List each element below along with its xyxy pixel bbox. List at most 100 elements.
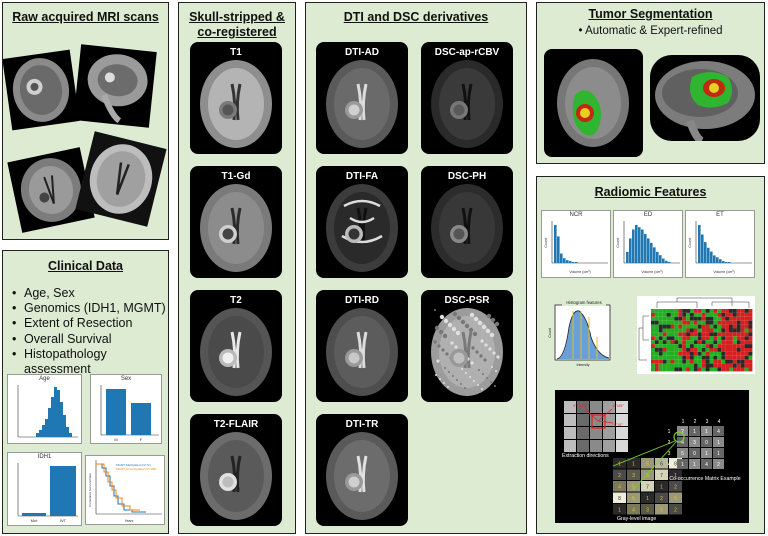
volume-histogram-title: ET xyxy=(716,212,724,218)
km-ylabel: Cumulative Survival Rate xyxy=(88,473,92,507)
clinical-item: Genomics (IDH1, MGMT) xyxy=(12,301,166,316)
extraction-directions-label: Extraction directions xyxy=(562,453,609,459)
histogram-bar xyxy=(560,253,563,263)
svg-text:5: 5 xyxy=(681,451,684,457)
clinical-item: Histopathology xyxy=(12,347,166,362)
svg-text:1: 1 xyxy=(660,485,663,491)
idh-chart-title: IDH1 xyxy=(37,454,52,460)
histogram-bar xyxy=(725,262,728,263)
volume-histogram: NCR Volume (cm³) Count xyxy=(541,210,611,278)
svg-text:7: 7 xyxy=(660,473,663,479)
histogram-bar xyxy=(635,225,638,263)
svg-text:0: 0 xyxy=(693,451,696,457)
svg-text:1: 1 xyxy=(705,451,708,457)
image-label: DSC-PH xyxy=(447,171,487,182)
volume-histogram-ylabel: Count xyxy=(688,238,692,247)
angle-label-1: 0°/ 135° xyxy=(573,403,588,408)
svg-text:1: 1 xyxy=(632,462,635,468)
glcm-diagram: 0°/ 135° 0°/45° 0°/0° Extraction directi… xyxy=(555,390,749,523)
histogram-bar xyxy=(644,233,647,263)
svg-text:1: 1 xyxy=(681,462,684,468)
svg-text:0: 0 xyxy=(705,440,708,446)
sex-barchart: Sex M F xyxy=(90,374,162,444)
gray-level-image-label: Gray-level image xyxy=(617,516,656,522)
histogram-bar xyxy=(572,262,575,263)
segmentation-sagittal-image xyxy=(650,55,760,141)
svg-text:1: 1 xyxy=(682,419,685,425)
svg-text:8: 8 xyxy=(674,462,677,468)
histogram-bar xyxy=(659,255,662,263)
feature-heatmap xyxy=(637,296,755,374)
tumor-segmentation-subtitle: • Automatic & Expert-refined xyxy=(578,25,723,37)
t1-image: T1 xyxy=(190,42,282,154)
histogram-bar xyxy=(656,251,659,263)
histogram-bar xyxy=(629,238,632,263)
svg-text:3: 3 xyxy=(646,508,649,514)
histogram-bar xyxy=(707,247,710,263)
clinical-item: Extent of Resection xyxy=(12,316,166,331)
svg-text:8: 8 xyxy=(618,496,621,502)
image-label: T2 xyxy=(230,295,242,306)
svg-text:3: 3 xyxy=(632,473,635,479)
svg-text:1: 1 xyxy=(668,429,671,435)
idh-tick-mut: Mut xyxy=(31,518,39,523)
svg-text:4: 4 xyxy=(717,429,720,435)
image-label: DTI-RD xyxy=(345,295,379,306)
svg-text:1: 1 xyxy=(646,496,649,502)
volume-histogram-ylabel: Count xyxy=(544,238,548,247)
sex-tick-m: M xyxy=(114,437,117,442)
dsc-ap-rcbv-image: DSC-ap-rCBV xyxy=(421,42,513,154)
histogram-bar xyxy=(626,251,629,263)
histogram-bar xyxy=(698,225,701,263)
svg-text:1: 1 xyxy=(693,429,696,435)
image-label: DSC-ap-rCBV xyxy=(434,47,500,58)
svg-text:4: 4 xyxy=(705,462,708,468)
clinical-title: Clinical Data xyxy=(47,259,124,273)
svg-text:5: 5 xyxy=(632,485,635,491)
volume-histogram-title: ED xyxy=(643,212,653,218)
histogram-bar xyxy=(710,251,713,263)
histogram-bar xyxy=(719,259,722,263)
svg-text:7: 7 xyxy=(646,485,649,491)
histogram-bar xyxy=(662,258,665,263)
idh-barchart: IDH1 Mut WT xyxy=(7,452,82,526)
svg-text:2: 2 xyxy=(674,485,677,491)
histogram-bar xyxy=(557,236,560,263)
svg-text:1: 1 xyxy=(705,429,708,435)
clinical-item: Overall Survival xyxy=(12,332,166,347)
histogram-features-ylabel: Count xyxy=(548,328,552,337)
svg-text:2: 2 xyxy=(660,496,663,502)
image-label: T2-FLAIR xyxy=(213,419,259,430)
raw-scans-collage xyxy=(3,44,167,233)
raw-scans-title: Raw acquired MRI scans xyxy=(12,10,159,24)
cooccurrence-label: Co-occurrence Matrix Example xyxy=(669,476,740,482)
tumor-segmentation-title: Tumor Segmentation xyxy=(588,7,713,21)
histogram-bar xyxy=(716,257,719,263)
dsc-psr-image: DSC-PSR xyxy=(421,290,513,402)
age-chart-title: Age xyxy=(39,376,50,382)
angle-label-3: 0°/0° xyxy=(614,422,623,427)
svg-text:2: 2 xyxy=(618,473,621,479)
histogram-bar xyxy=(650,242,653,263)
skull-stripped-title-2: co-registered xyxy=(197,25,277,39)
svg-text:2: 2 xyxy=(681,429,684,435)
histogram-bar xyxy=(638,227,641,263)
dti-tr-image: DTI-TR xyxy=(316,414,408,526)
histogram-bar xyxy=(713,255,716,263)
svg-text:1: 1 xyxy=(717,451,720,457)
histogram-bar xyxy=(641,229,644,263)
dti-ad-image: DTI-AD xyxy=(316,42,408,154)
svg-text:3: 3 xyxy=(693,440,696,446)
km-legend-1: MGMT Methylated (N=72) xyxy=(116,463,151,467)
histogram-bar xyxy=(554,225,557,263)
histogram-bar xyxy=(653,247,656,263)
histogram-bar xyxy=(665,260,668,263)
clinical-item-continued: assessment xyxy=(24,362,91,377)
segmentation-axial-image xyxy=(544,49,643,157)
histogram-bar xyxy=(704,242,707,263)
image-label: T1 xyxy=(230,47,242,58)
dsc-ph-image: DSC-PH xyxy=(421,166,513,278)
svg-text:1: 1 xyxy=(618,462,621,468)
image-label: DTI-AD xyxy=(345,47,379,58)
idh-tick-wt: WT xyxy=(60,518,67,523)
